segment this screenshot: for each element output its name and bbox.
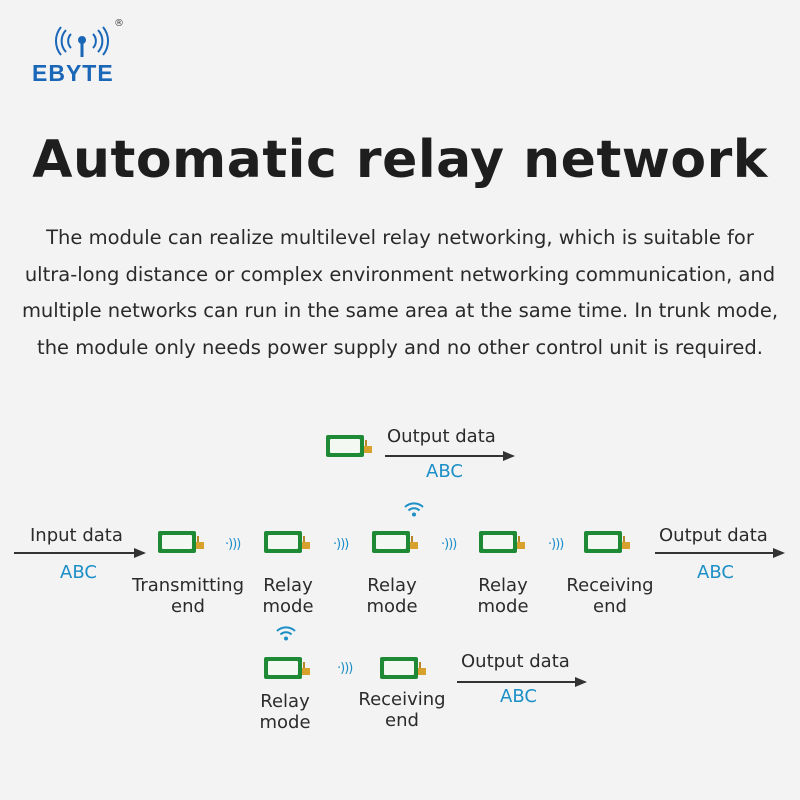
node-label-relay-1: Relay mode [248, 575, 328, 617]
module-icon-receiving [584, 531, 630, 553]
node-label-line: Transmitting [131, 575, 245, 596]
node-label-transmitting: Transmitting end [128, 575, 248, 617]
node-label-line: Relay [260, 691, 310, 712]
bottom-output-label: Output data [461, 651, 570, 672]
input-label: Input data [30, 525, 123, 546]
node-label-line: Receiving [358, 689, 446, 710]
bottom-output-arrow [457, 677, 587, 687]
node-label-line: end [171, 596, 205, 617]
node-label-line: mode [259, 712, 311, 733]
description: The module can realize multilevel relay … [10, 220, 790, 366]
description-line: The module can realize multilevel relay … [46, 226, 754, 249]
node-label-line: Relay [367, 575, 417, 596]
registered-mark: ® [114, 18, 124, 29]
module-icon-relay-3 [479, 531, 525, 553]
right-output-arrow [655, 548, 785, 558]
signal-icon: ·))) [337, 661, 353, 676]
node-label-branch-relay: Relay mode [245, 691, 325, 733]
node-label-line: Relay [478, 575, 528, 596]
wifi-icon-top [404, 502, 424, 517]
bottom-output-value: ABC [500, 686, 537, 707]
top-output-label: Output data [387, 426, 496, 447]
description-line: the module only needs power supply and n… [37, 335, 763, 359]
input-value: ABC [60, 562, 97, 583]
node-label-relay-3: Relay mode [463, 575, 543, 617]
description-line: multiple networks can run in the same ar… [21, 299, 779, 322]
node-label-line: end [385, 710, 419, 731]
logo-text: EBYTE [32, 60, 114, 86]
module-icon-relay-2 [372, 531, 418, 553]
module-icon-branch-receiving [380, 657, 426, 679]
signal-icon: ·))) [548, 537, 564, 552]
right-output-label: Output data [659, 525, 768, 546]
node-label-receiving: Receiving end [560, 575, 660, 617]
description-line: ultra-long distance or complex environme… [24, 262, 776, 286]
right-output-value: ABC [697, 562, 734, 583]
node-label-relay-2: Relay mode [352, 575, 432, 617]
node-label-line: mode [366, 596, 418, 617]
wifi-icon-branch [276, 626, 296, 641]
top-output-arrow [385, 451, 515, 461]
antenna-signal-icon [54, 26, 110, 57]
page-title: Automatic relay network [32, 130, 768, 190]
signal-icon: ·))) [333, 537, 349, 552]
module-icon-relay-1 [264, 531, 310, 553]
node-label-branch-receiving: Receiving end [352, 689, 452, 731]
node-label-line: mode [262, 596, 314, 617]
module-icon-branch-relay [264, 657, 310, 679]
signal-icon: ·))) [225, 537, 241, 552]
node-label-line: Receiving [566, 575, 654, 596]
module-icon-transmitting [158, 531, 204, 553]
module-icon-top-output [326, 435, 372, 457]
input-arrow [14, 548, 146, 558]
top-output-value: ABC [426, 461, 463, 482]
node-label-line: Relay [263, 575, 313, 596]
signal-icon: ·))) [441, 537, 457, 552]
node-label-line: end [593, 596, 627, 617]
ebyte-logo: ® EBYTE [22, 18, 142, 88]
node-label-line: mode [477, 596, 529, 617]
